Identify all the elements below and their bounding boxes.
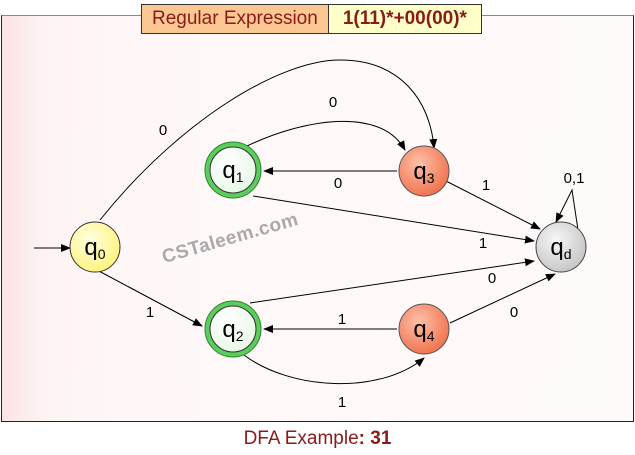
- regex-label: Regular Expression: [142, 5, 329, 33]
- caption-prefix: DFA Example: [243, 428, 359, 449]
- label-q2-qd: 0: [488, 270, 496, 287]
- title-box: Regular Expression 1(11)*+00(00)*: [141, 4, 482, 34]
- state-q4: q4: [398, 303, 450, 355]
- label-q3-q1: 0: [334, 175, 342, 192]
- svg-text:qd: qd: [550, 234, 571, 262]
- edge-q2-qd: [249, 258, 535, 304]
- svg-text:q4: q4: [413, 316, 434, 344]
- state-subscript-qd: d: [564, 246, 572, 262]
- label-q0-q3: 0: [159, 122, 167, 139]
- label-q1-q3: 0: [329, 94, 337, 111]
- state-name-qd: q: [550, 234, 563, 261]
- state-subscript-q1: 1: [236, 169, 244, 185]
- edge-q4-qd: [449, 273, 556, 324]
- label-q3-qd: 1: [482, 177, 490, 194]
- state-q2: q2: [204, 300, 262, 358]
- label-q2-q4: 1: [338, 394, 346, 411]
- state-subscript-q2: 2: [236, 328, 244, 344]
- state-subscript-q0: 0: [98, 246, 106, 262]
- label-q4-qd: 0: [510, 304, 518, 321]
- state-name-q2: q: [222, 316, 235, 343]
- state-name-q3: q: [413, 158, 426, 185]
- caption: DFA Example: 31: [0, 428, 635, 450]
- state-name-q0: q: [84, 234, 97, 261]
- edge-q2-q4: [243, 354, 425, 385]
- state-name-q4: q: [413, 316, 426, 343]
- svg-text:q1: q1: [222, 157, 243, 185]
- edge-q0-q2: [96, 269, 203, 327]
- caption-number: : 31: [358, 428, 392, 449]
- state-q3: q3: [398, 145, 450, 197]
- edge-q0-q3: [99, 59, 438, 221]
- svg-text:q3: q3: [413, 158, 434, 186]
- state-q0: q0: [69, 221, 121, 273]
- state-q1: q1: [204, 141, 262, 199]
- label-q4-q2: 1: [338, 311, 346, 328]
- label-qd-self: 0,1: [564, 170, 585, 187]
- edge-q3-qd: [443, 179, 541, 230]
- state-name-q1: q: [222, 157, 235, 184]
- svg-text:q2: q2: [222, 316, 243, 344]
- label-q0-q2: 1: [146, 304, 154, 321]
- diagram-frame: [1, 15, 634, 422]
- edge-qd-self: [555, 188, 579, 231]
- state-subscript-q3: 3: [427, 170, 435, 186]
- state-qd: qd: [535, 221, 587, 273]
- state-subscript-q4: 4: [427, 328, 435, 344]
- edge-q1-qd: [252, 195, 535, 244]
- regex-value: 1(11)*+00(00)*: [328, 5, 481, 33]
- edge-q1-q3: [244, 120, 406, 151]
- label-q1-qd: 1: [479, 235, 487, 252]
- svg-text:q0: q0: [84, 234, 105, 262]
